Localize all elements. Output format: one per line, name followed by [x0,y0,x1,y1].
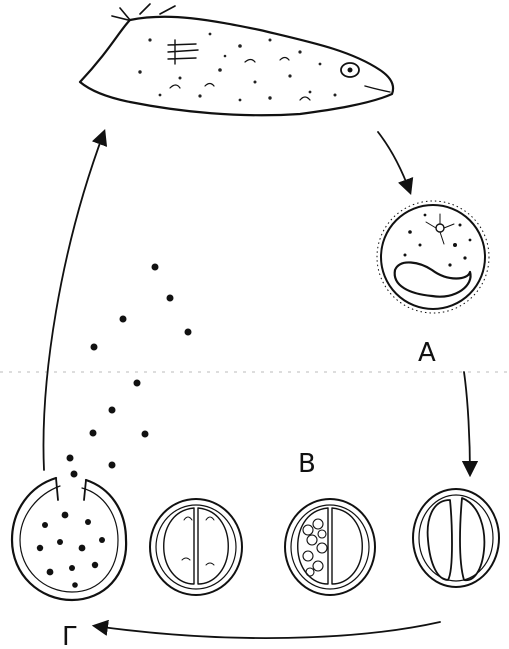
trophozoite-cell [377,201,489,313]
fish-host-illustration [80,4,393,115]
arrow-to-stage-g [95,622,440,638]
arrow-to-cyst-stage [464,372,470,474]
label-stage-g: Г [62,622,78,649]
cyst-sporoblast-stage [150,499,242,595]
cyst-four-cell-stage [285,499,375,595]
cyst-two-cell-stage [413,489,499,587]
arrow-back-to-host [44,132,105,470]
bursting-cyst-releasing-spores [12,478,126,600]
label-stage-b: В [298,449,316,479]
arrow-to-stage-a [378,132,410,192]
released-spores [67,264,192,478]
label-stage-a: А [418,338,436,368]
